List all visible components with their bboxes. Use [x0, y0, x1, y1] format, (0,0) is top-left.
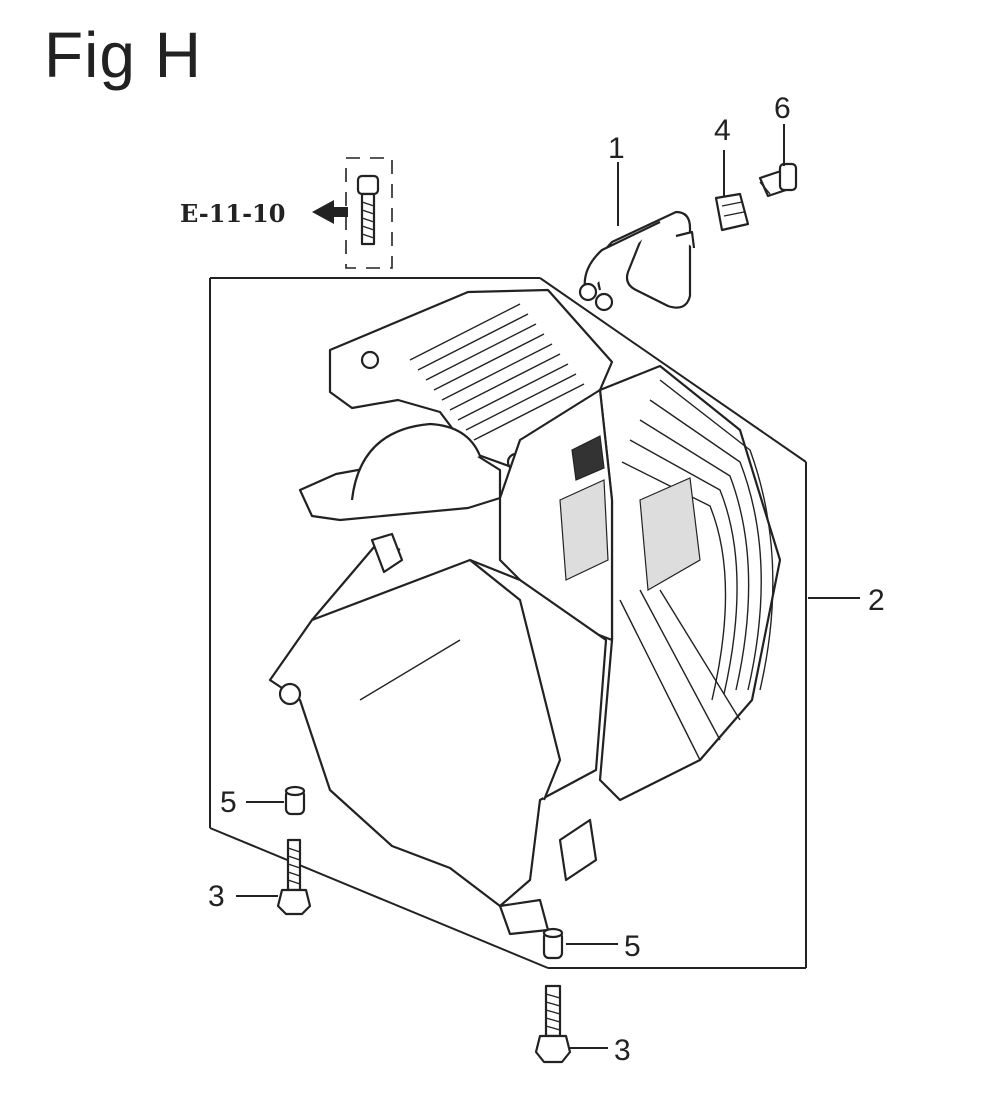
- callout-4: 4: [714, 114, 731, 147]
- callout-1: 1: [608, 132, 625, 165]
- bolt-part-right: [534, 984, 572, 1064]
- callout-5-left: 5: [220, 786, 237, 819]
- collar-part-right: [542, 927, 564, 960]
- assembly-outline: [209, 277, 807, 969]
- callout-3-right: 3: [614, 1034, 631, 1067]
- reference-callout-group: E-11-10: [180, 157, 393, 269]
- wire-bracket-part: [578, 210, 696, 312]
- reference-arrow-icon: [312, 200, 348, 224]
- collar-part-left: [284, 785, 306, 816]
- callout-3-left: 3: [208, 880, 225, 913]
- callout-6: 6: [774, 92, 791, 125]
- figure-title: Fig H: [44, 19, 202, 91]
- reference-label: E-11-10: [180, 199, 285, 228]
- callout-2: 2: [868, 584, 885, 617]
- reference-dashed-box: [345, 157, 393, 269]
- callout-5-right: 5: [624, 930, 641, 963]
- main-cover-housing-part: [268, 288, 782, 936]
- leader-lines: [236, 124, 860, 1049]
- clip-nut-part: [714, 192, 750, 232]
- small-screw-part: [758, 162, 798, 198]
- reference-screw-icon: [356, 174, 380, 246]
- bolt-part-left: [276, 838, 312, 916]
